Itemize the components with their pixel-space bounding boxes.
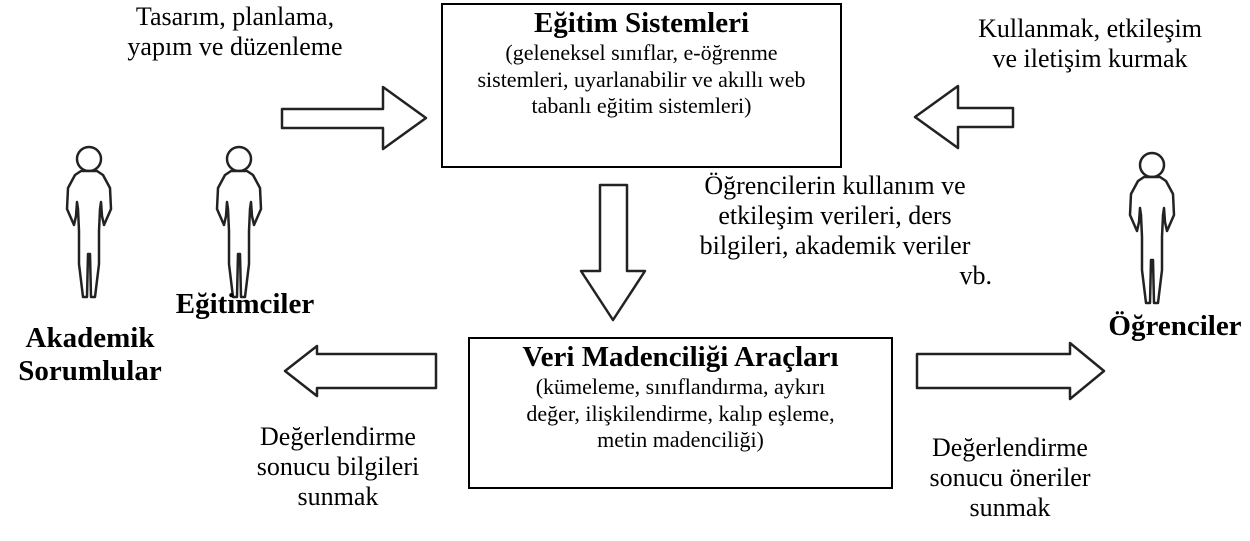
- education-systems-title: Eğitim Sistemleri: [533, 7, 750, 39]
- box-description-line: sistemleri, uyarlanabilir ve akıllı web: [477, 66, 806, 92]
- box-description-line: değer, ilişkilendirme, kalıp eşleme,: [526, 400, 835, 426]
- box-description-line: (kümeleme, sınıflandırma, aykırı: [535, 374, 826, 400]
- student-data-label: Öğrencilerin kullanım ve etkileşim veril…: [699, 171, 992, 290]
- evaluation-recommendations-label: Değerlendirme sonucu öneriler sunmak: [929, 433, 1091, 522]
- box-description-line: (geleneksel sınıflar, e-öğrenme: [505, 40, 778, 66]
- educators-label: Eğitimciler: [175, 288, 315, 320]
- design-planning-label: Tasarım, planlama, yapım ve düzenleme: [127, 2, 343, 61]
- data-mining-tools-box: Veri Madenciliği Araçları (kümeleme, sın…: [468, 337, 893, 489]
- person-icon: [1128, 151, 1176, 305]
- arrow-left-icon: [913, 84, 1015, 150]
- arrow-left-icon: [283, 344, 438, 398]
- education-systems-box: Eğitim Sistemleri (geleneksel sınıflar, …: [441, 3, 842, 168]
- students-label: Öğrenciler: [1108, 310, 1242, 342]
- use-interact-label: Kullanmak, etkileşim ve iletişim kurmak: [978, 14, 1202, 73]
- person-icon: [215, 145, 263, 299]
- arrow-right-icon: [280, 85, 428, 151]
- box-description-line: metin madenciliği): [597, 427, 764, 453]
- academic-staff-label: Akademik Sorumlular: [18, 322, 162, 388]
- data-mining-tools-title: Veri Madenciliği Araçları: [522, 341, 839, 373]
- arrow-right-icon: [915, 341, 1106, 401]
- person-icon: [65, 145, 113, 299]
- box-description-line: tabanlı eğitim sistemleri): [531, 93, 752, 119]
- evaluation-info-label: Değerlendirme sonucu bilgileri sunmak: [256, 422, 420, 511]
- arrow-down-icon: [579, 183, 647, 322]
